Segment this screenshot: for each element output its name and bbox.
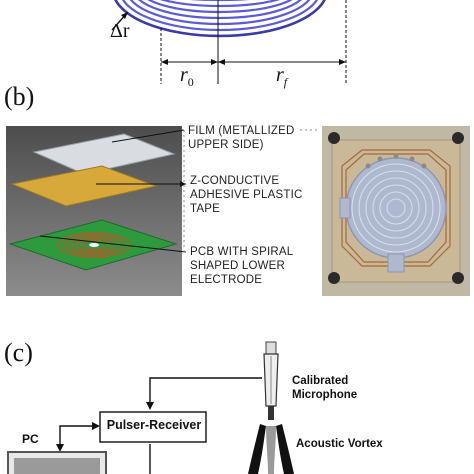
pc-monitor — [7, 451, 107, 474]
film-layer-label: FILM (METALLIZED UPPER SIDE) — [188, 125, 295, 151]
panel-b-label: (b) — [4, 82, 35, 111]
callout-leaders — [39, 129, 318, 253]
acoustic-vortex — [248, 424, 294, 474]
concentric-arcs — [121, 0, 319, 32]
pcb-layer-label: PCB WITH SPIRAL SHAPED LOWER ELECTRODE — [190, 246, 294, 286]
measurement-setup-diagram — [7, 341, 294, 474]
adhesive-tape-label: Z-CONDUCTIVE ADHESIVE PLASTIC TAPE — [190, 175, 303, 215]
pulser-receiver-box: Pulser-Receiver — [106, 418, 202, 432]
delta-r-label: Δr — [110, 20, 130, 42]
metallized-film-disc — [339, 157, 447, 273]
adhesive-tape-layer — [10, 165, 158, 207]
transducer-photo — [322, 126, 470, 296]
acoustic-vortex-label: Acoustic Vortex — [296, 438, 383, 450]
rf-label: rf — [276, 64, 288, 89]
film-layer — [32, 133, 176, 175]
panel-c-label: (c) — [4, 338, 33, 367]
spiral-electrode-diagram — [111, 0, 347, 84]
outer-arc — [114, 0, 326, 38]
pc-label: PC — [22, 432, 39, 446]
microphone — [263, 341, 279, 420]
r0-label: r0 — [180, 64, 194, 89]
microphone-label: Calibrated Microphone — [292, 375, 358, 401]
